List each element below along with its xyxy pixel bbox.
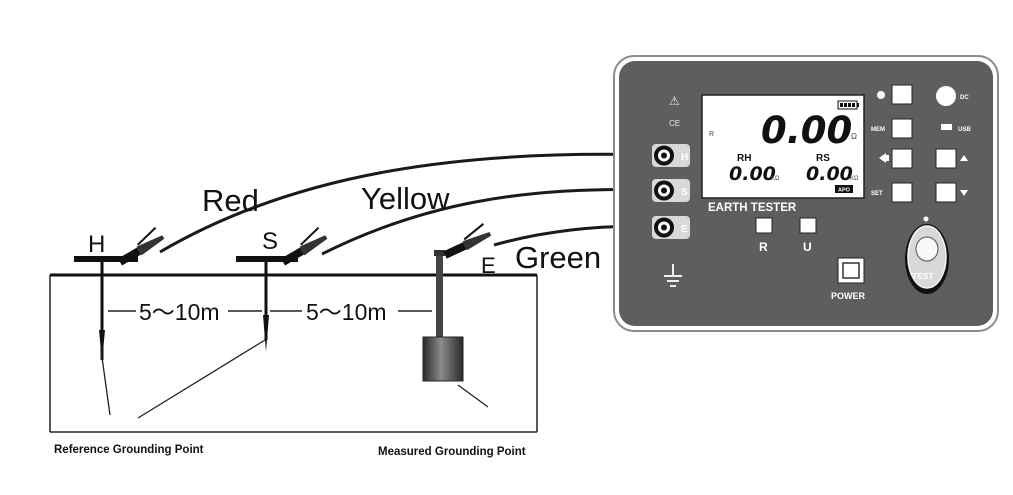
lcd-rs-value: 0.00 [806, 163, 853, 185]
lcd-rh-label: RH [737, 153, 751, 164]
buzzer-button[interactable] [891, 148, 913, 169]
wire-green-label: Green [515, 240, 601, 275]
distance-2-label: 5～10m [306, 299, 387, 325]
test-label: TEST [912, 271, 935, 281]
lcd-main-value: 0.00 [761, 109, 852, 152]
usb-icon [941, 124, 952, 130]
probe-s-label: S [262, 228, 278, 255]
clip-s [281, 226, 328, 266]
earth-tester-device: ⚠ CE H S E [613, 55, 999, 332]
speaker-icon [879, 153, 886, 163]
up-arrow-icon [960, 155, 968, 161]
down-button[interactable] [935, 182, 957, 203]
lcd-rh-value: 0.00 [729, 163, 776, 185]
power-label: POWER [831, 291, 866, 301]
lcd-main-unit: Ω [851, 132, 857, 141]
brand-label: EARTH TESTER [708, 202, 797, 214]
lcd-r-indicator: R [709, 131, 714, 138]
r-button[interactable] [755, 217, 773, 234]
wire-red-label: Red [202, 183, 259, 218]
battery-icon [837, 100, 859, 110]
ce-mark: CE [669, 119, 680, 128]
u-button[interactable] [799, 217, 817, 234]
mem-label: MEM [871, 127, 885, 133]
lcd-rh-unit: KΩ [771, 176, 780, 182]
test-button[interactable]: TEST [905, 224, 949, 294]
probe-e [422, 250, 489, 408]
clip-h [117, 226, 165, 266]
light-button[interactable] [891, 84, 913, 105]
u-button-label: U [803, 240, 812, 254]
up-button[interactable] [935, 148, 957, 169]
probe-e-label: E [481, 253, 496, 278]
wire-yellow [321, 188, 656, 256]
measured-point-label: Measured Grounding Point [378, 446, 526, 458]
wire-red [159, 152, 656, 254]
ground-soil [49, 273, 538, 433]
probe-h-label: H [88, 231, 105, 258]
dc-button[interactable] [936, 86, 956, 106]
reference-point-label: Reference Grounding Point [54, 444, 204, 456]
terminal-h-label: H [681, 152, 688, 163]
terminal-s[interactable]: S [652, 179, 690, 202]
usb-label: USB [958, 127, 971, 133]
test-indicator-icon [923, 216, 929, 222]
ground-icon [664, 264, 682, 287]
probe-s [137, 256, 298, 419]
down-arrow-icon [960, 190, 968, 196]
lcd-rs-label: RS [816, 153, 830, 164]
lcd-apo-badge: APO [838, 188, 851, 194]
terminal-s-label: S [681, 187, 688, 198]
terminal-e[interactable]: E [652, 216, 690, 239]
clip-e [443, 223, 492, 259]
probe-h [74, 256, 138, 416]
lcd-rs-unit: KΩ [850, 176, 859, 182]
mem-button[interactable] [891, 118, 913, 139]
distance-1-label: 5～10m [139, 299, 220, 325]
r-button-label: R [759, 240, 768, 254]
lcd-display: R 0.00 Ω RH 0.00 KΩ RS 0.00 KΩ APO [701, 94, 865, 199]
terminal-e-label: E [681, 224, 688, 235]
warning-icon: ⚠ [669, 94, 680, 108]
terminal-h[interactable]: H [652, 144, 690, 167]
wire-yellow-label: Yellow [361, 181, 450, 216]
dc-label: DC [960, 95, 969, 101]
set-label: SET [871, 191, 883, 197]
light-indicator-icon [877, 91, 885, 99]
set-button[interactable] [891, 182, 913, 203]
